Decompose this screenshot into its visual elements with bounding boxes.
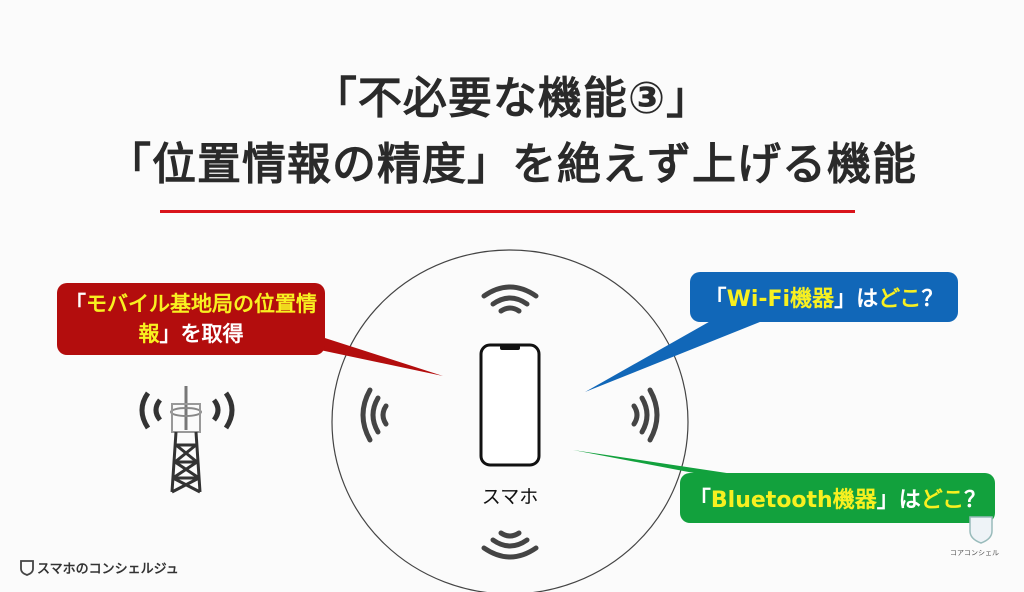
brand-name: スマホのコンシェルジュ bbox=[37, 562, 179, 577]
signal-wave-top-icon bbox=[481, 284, 539, 314]
bracket: 「 bbox=[688, 488, 711, 513]
bluetooth-bubble: 「Bluetooth機器」はどこ？ bbox=[680, 473, 995, 523]
blue-bubble-tail bbox=[585, 310, 770, 392]
cell-location-bubble: 「モバイル基地局の位置情報」を取得 bbox=[57, 283, 325, 355]
green-bubble-tail bbox=[573, 450, 760, 478]
signal-wave-right-icon bbox=[631, 387, 660, 443]
corner-brand-name: コアコンシェル bbox=[950, 549, 999, 557]
title-line-2: 「位置情報の精度」を絶えず上げる機能 bbox=[107, 139, 917, 190]
highlight-text: Wi-Fi機器 bbox=[726, 287, 835, 312]
red-bubble-tail bbox=[300, 330, 443, 376]
phone-label: スマホ bbox=[481, 486, 539, 508]
brand-logo: スマホのコンシェルジュ bbox=[20, 558, 179, 577]
bracket: 「 bbox=[704, 287, 727, 312]
shield-icon bbox=[20, 559, 34, 576]
highlight-where: どこ bbox=[878, 287, 922, 312]
bubble-text: 」は bbox=[834, 287, 879, 312]
highlight-where: どこ bbox=[920, 488, 965, 513]
question-mark: ？ bbox=[964, 488, 987, 513]
title-line-1: 「不必要な機能③」 bbox=[312, 73, 712, 124]
bubble-text: 」を取得 bbox=[159, 322, 244, 346]
highlight-text: Bluetooth機器 bbox=[710, 488, 877, 513]
shield-icon bbox=[969, 516, 993, 544]
highlight-text: モバイル基地局の位置情報 bbox=[86, 292, 317, 346]
cell-tower-icon bbox=[139, 386, 235, 494]
smartphone-icon bbox=[479, 343, 541, 467]
corner-logo bbox=[968, 515, 994, 549]
signal-wave-bottom-icon bbox=[481, 530, 539, 560]
bracket: 「 bbox=[65, 292, 86, 316]
question-mark: ？ bbox=[921, 287, 944, 312]
signal-wave-left-icon bbox=[360, 387, 389, 443]
title-divider bbox=[160, 210, 855, 213]
range-circle bbox=[331, 249, 689, 592]
bubble-text: 」は bbox=[876, 488, 921, 513]
wifi-bubble: 「Wi-Fi機器」はどこ？ bbox=[690, 272, 958, 322]
